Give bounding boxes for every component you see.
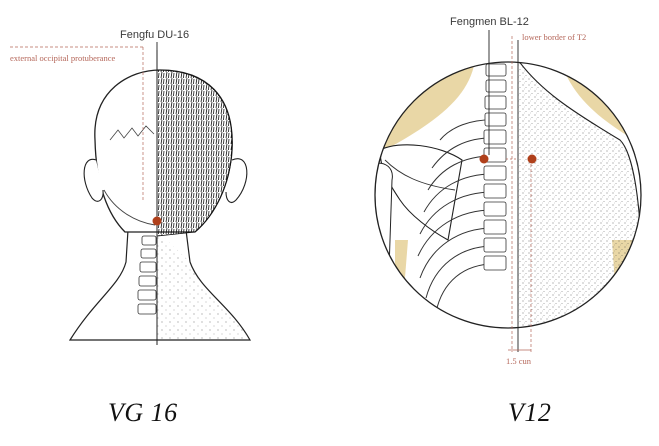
neck-skin-shading xyxy=(157,230,250,340)
back-skin-shading xyxy=(518,62,641,328)
scapular-spine xyxy=(384,159,456,191)
t2-label: lower border of T2 xyxy=(522,32,586,42)
occipital-base xyxy=(103,189,156,226)
caption-right: V12 xyxy=(508,398,552,427)
left-ear xyxy=(83,158,104,202)
upper-back-figure: Fengmen BL-12 lower border of T2 1.5 cun xyxy=(374,16,642,366)
back-outline xyxy=(517,62,641,328)
head-back-figure: Fengfu DU-16 external occipital protuber… xyxy=(10,29,252,345)
caption-left: VG 16 xyxy=(108,398,178,427)
fengmen-point-left xyxy=(479,154,489,164)
hair-region xyxy=(156,69,233,237)
cervical-vertebrae xyxy=(137,235,157,315)
fengfu-label: Fengfu DU-16 xyxy=(120,29,189,41)
thoracic-spine xyxy=(483,63,507,271)
right-ear xyxy=(225,158,248,203)
fengmen-label: Fengmen BL-12 xyxy=(450,16,529,28)
cun-label: 1.5 cun xyxy=(506,356,532,366)
circle-outline xyxy=(374,61,642,329)
fengfu-point xyxy=(152,216,162,226)
lambdoid-suture xyxy=(109,125,155,141)
fengmen-point-right xyxy=(527,154,537,164)
protuberance-label: external occipital protuberance xyxy=(10,53,115,63)
